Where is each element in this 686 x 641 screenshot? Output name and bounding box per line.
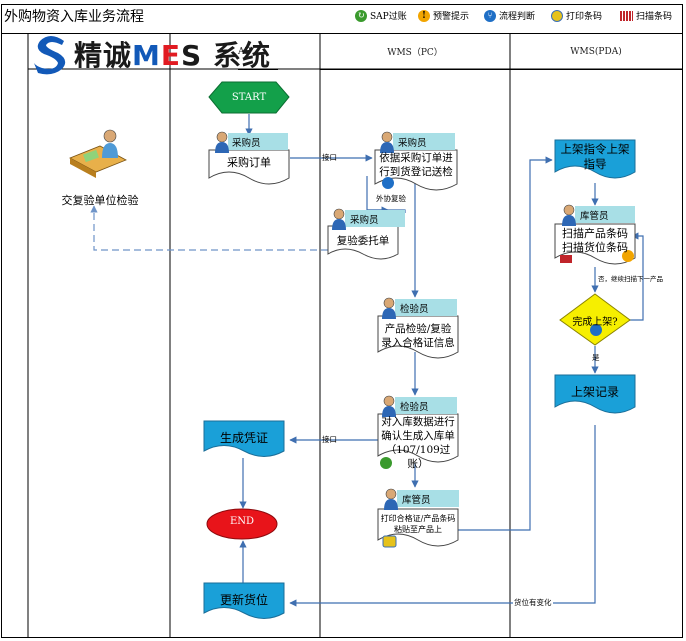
reg-flow-icon bbox=[382, 177, 394, 189]
inspect-label: 产品检验/复验录入合格证信息 bbox=[381, 323, 455, 349]
flow-decision-icon: ⑂ bbox=[484, 9, 496, 22]
putaway-cmd-label: 上架指令上架指导 bbox=[560, 142, 630, 171]
logo-s-icon bbox=[34, 36, 66, 75]
end-label: END bbox=[229, 516, 255, 527]
edge-label-no-continue: 否，继续扫描下一产品 bbox=[598, 275, 663, 283]
warning-icon: ! bbox=[418, 9, 430, 22]
role-buyer3: 采购员 bbox=[350, 215, 379, 226]
inspect-shape bbox=[377, 315, 459, 359]
po-label: 采购订单 bbox=[227, 156, 271, 169]
legend-warning: ! 预警提示 bbox=[418, 9, 469, 22]
putaway-rec-shape bbox=[554, 374, 636, 414]
role-inspector2: 检验员 bbox=[400, 402, 429, 413]
putaway-cmd-shape bbox=[554, 139, 636, 179]
review-label: 交复验单位检验 bbox=[61, 194, 139, 207]
loc-update-shape bbox=[203, 582, 285, 619]
diagram-frame bbox=[1, 4, 683, 638]
person-icon bbox=[382, 395, 396, 417]
person-icon bbox=[215, 131, 229, 153]
logo: 精诚MES 系统 bbox=[30, 32, 271, 76]
print-label: 打印合格证/产品条码粘贴至产品上 bbox=[380, 514, 456, 534]
receipt-shape bbox=[377, 413, 459, 463]
legend-print: 打印条码 bbox=[551, 9, 602, 22]
end-node bbox=[206, 508, 278, 540]
person-icon bbox=[332, 208, 346, 230]
sap-post-icon: ↻ bbox=[355, 9, 367, 22]
scan-label: 扫描产品条码扫描货位条码 bbox=[562, 227, 628, 254]
print-barcode-node-icon bbox=[382, 535, 397, 548]
edge-label-iface1: 接口 bbox=[322, 153, 337, 162]
inspector-desk-icon bbox=[69, 129, 127, 178]
reinspect-label: 复验委托单 bbox=[336, 235, 390, 247]
receipt-label: 对入库数据进行确认生成入库单（107/109过账） bbox=[381, 416, 455, 470]
role-bar-buyer2 bbox=[393, 133, 455, 150]
role-bar-keeper1 bbox=[397, 490, 459, 507]
voucher-shape bbox=[203, 420, 285, 457]
edge-label-loc-change: 货位有变化 bbox=[513, 597, 553, 608]
role-keeper2: 库管员 bbox=[580, 211, 609, 222]
done-label: 完成上架? bbox=[572, 317, 618, 328]
po-shape bbox=[208, 149, 290, 185]
diagram-title: 外购物资入库业务流程 bbox=[4, 9, 144, 25]
scan-barcode-node-icon bbox=[560, 255, 572, 263]
receipt-sap-icon bbox=[380, 457, 392, 469]
role-bar-inspector2 bbox=[395, 397, 457, 414]
legend-sap: ↻ SAP过账 bbox=[355, 9, 407, 22]
edge-loc-change bbox=[289, 425, 596, 607]
logo-text: 精诚MES 系统 bbox=[74, 39, 271, 72]
edge-reinspect-review bbox=[90, 205, 328, 251]
loc-update-label: 更新货位 bbox=[219, 593, 268, 607]
edge-print-putaway bbox=[458, 156, 553, 531]
scan-warning-icon bbox=[622, 250, 634, 262]
print-barcode-icon bbox=[551, 9, 563, 22]
edge-label-iface2: 接口 bbox=[322, 435, 337, 444]
decision-flow-icon bbox=[590, 324, 602, 336]
title-bar bbox=[2, 5, 682, 34]
reg-label: 依据采购订单进行到货登记送检 bbox=[379, 152, 453, 178]
edge-label-external: 外协复验 bbox=[376, 194, 406, 203]
voucher-label: 生成凭证 bbox=[219, 431, 268, 445]
role-buyer2: 采购员 bbox=[398, 138, 427, 149]
done-decision bbox=[559, 293, 631, 346]
role-bar-inspector1 bbox=[395, 299, 457, 316]
person-icon bbox=[562, 204, 576, 226]
edge-no-loop bbox=[629, 232, 644, 321]
role-bar-buyer1 bbox=[228, 133, 288, 150]
role-inspector1: 检验员 bbox=[400, 304, 429, 315]
start-label: START bbox=[231, 92, 267, 103]
legend-decision: ⑂ 流程判断 bbox=[484, 9, 535, 22]
person-icon bbox=[382, 297, 396, 319]
scan-barcode-icon bbox=[620, 10, 633, 21]
person-icon bbox=[380, 131, 394, 153]
putaway-rec-label: 上架记录 bbox=[570, 385, 619, 399]
role-buyer1: 采购员 bbox=[232, 138, 261, 149]
person-icon bbox=[384, 488, 398, 510]
legend-scan: 扫描条码 bbox=[620, 9, 672, 22]
lane-dividers bbox=[27, 34, 682, 638]
role-bar-buyer3 bbox=[345, 210, 405, 227]
role-keeper1: 库管员 bbox=[402, 495, 431, 506]
start-node bbox=[208, 81, 290, 114]
person-icons bbox=[215, 131, 576, 510]
edge-label-yes: 是 bbox=[592, 353, 600, 362]
reinspect-shape bbox=[327, 225, 399, 260]
role-bar-keeper2 bbox=[575, 206, 635, 223]
